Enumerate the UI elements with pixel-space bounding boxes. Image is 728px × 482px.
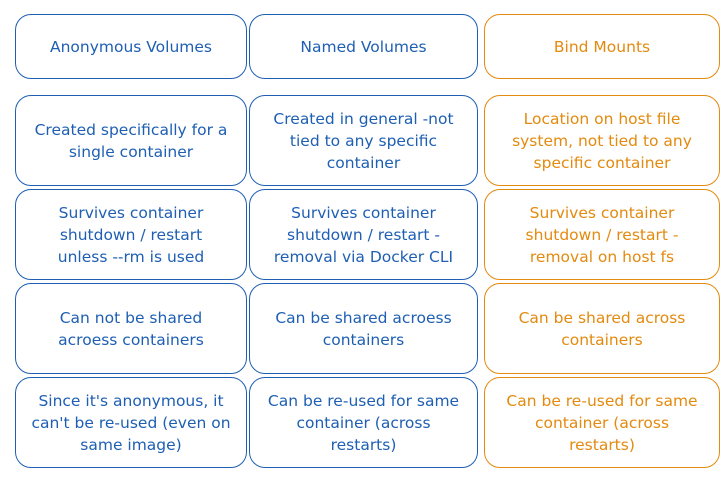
bind-lifetime-cell: Survives container shutdown / restart - … [484,189,720,280]
header-anonymous-volumes: Anonymous Volumes [15,14,247,79]
named-creation-cell: Created in general -not tied to any spec… [249,95,478,186]
named-reuse-cell: Can be re-used for same container (acros… [249,377,478,468]
header-bind-mounts: Bind Mounts [484,14,720,79]
anonymous-sharing-cell: Can not be shared acroess containers [15,283,247,374]
header-named-volumes: Named Volumes [249,14,478,79]
bind-reuse-cell: Can be re-used for same container (acros… [484,377,720,468]
named-sharing-cell: Can be shared acroess containers [249,283,478,374]
anonymous-lifetime-cell: Survives container shutdown / restart un… [15,189,247,280]
named-lifetime-cell: Survives container shutdown / restart - … [249,189,478,280]
anonymous-reuse-cell: Since it's anonymous, it can't be re-use… [15,377,247,468]
bind-sharing-cell: Can be shared across containers [484,283,720,374]
anonymous-creation-cell: Created specifically for a single contai… [15,95,247,186]
bind-creation-cell: Location on host file system, not tied t… [484,95,720,186]
